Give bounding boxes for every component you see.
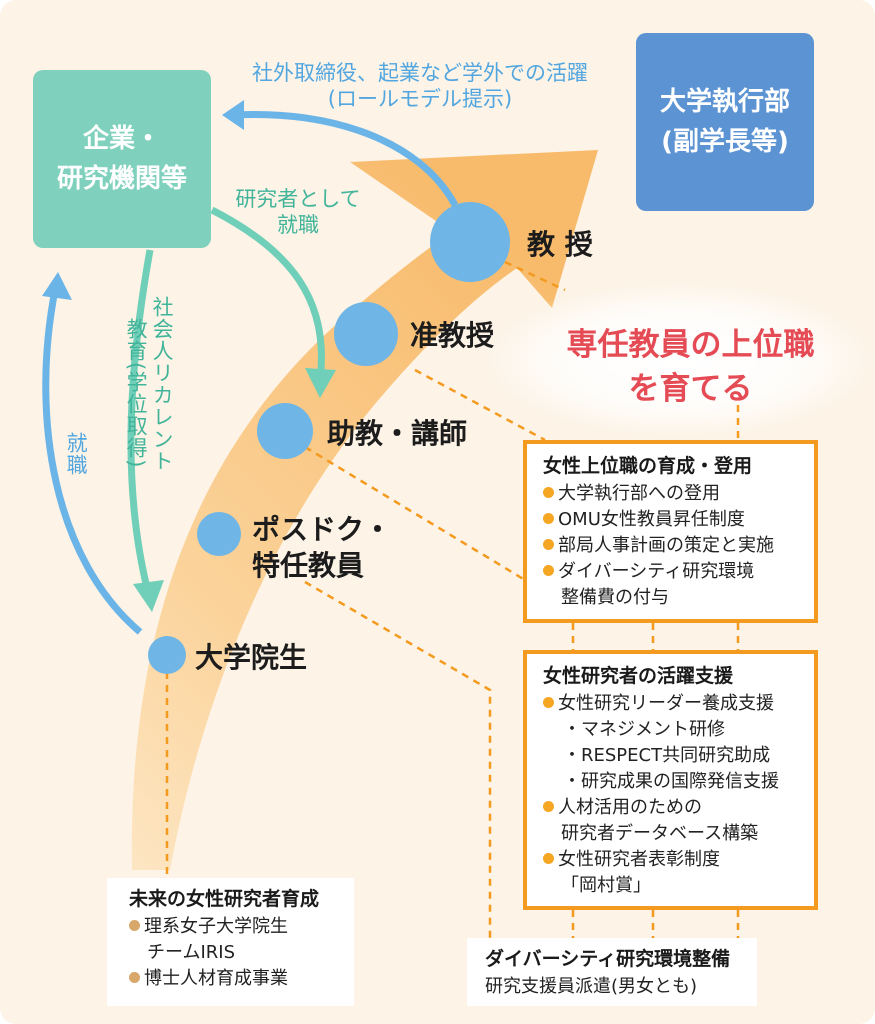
stage-circles: [148, 202, 510, 674]
panel-upper-item-text: 大学執行部への登用: [558, 482, 720, 504]
panel-upper-item-text: ダイバーシティ研究環境: [558, 560, 755, 582]
panel-future-item: 理系女子大学院生: [129, 914, 344, 940]
panel-upper-item-text: OMU女性教員昇任制度: [558, 508, 745, 530]
bullet-icon: [543, 538, 554, 550]
company-box-line1: 企業・: [82, 123, 161, 154]
bullet-icon: [543, 564, 554, 576]
researcher-line1: 研究者として: [235, 187, 361, 211]
bullet-icon: [543, 512, 554, 524]
headline-line1: 専任教員の上位職: [566, 327, 815, 363]
postdoc-line1: ポスドク・: [252, 513, 392, 546]
researcher-arrow-label: 研究者として 就職: [228, 186, 368, 239]
stage-assistant-lecturer: 助教・講師: [327, 417, 468, 450]
top-arrow-line1: 社外取締役、起業など学外での活躍: [252, 61, 588, 85]
panel-support-item-cont: 研究者データベース構築: [561, 823, 759, 845]
panel-diversity: ダイバーシティ研究環境整備 研究支援員派遣(男女とも): [467, 938, 757, 1006]
panel-diversity-title: ダイバーシティ研究環境整備: [485, 948, 731, 970]
panel-future-item: 博士人材育成事業: [129, 966, 344, 992]
bullet-icon: [129, 919, 140, 931]
circle-assoc-professor: [334, 302, 398, 366]
panel-support-subitem: ・研究成果の国際発信支援: [563, 770, 779, 792]
bullet-icon: [543, 696, 554, 708]
company-box-line2: 研究機関等: [56, 164, 187, 194]
panel-support-item-text: 人材活用のための: [558, 796, 702, 818]
panel-upper-item: 部局人事計画の策定と実施: [543, 533, 802, 559]
panel-support-title: 女性研究者の活躍支援: [543, 665, 734, 687]
recurrent-label-col1: 社会人リカレント: [150, 296, 175, 472]
panel-future-item-text: 理系女子大学院生: [144, 915, 288, 937]
arrow-as-researcher: [210, 206, 325, 381]
dotted-connectors: [165, 260, 740, 938]
arrow-employment: [42, 289, 143, 635]
panel-future-item-cont: チームIRIS: [147, 941, 236, 963]
panel-upper-title: 女性上位職の育成・登用: [543, 455, 753, 477]
panel-support-item: 女性研究リーダー養成支援: [543, 691, 802, 717]
bullet-icon: [129, 971, 140, 983]
panel-support-item-cont: 「岡村賞」: [561, 875, 651, 897]
panel-upper-positions: 女性上位職の育成・登用 大学執行部への登用 OMU女性教員昇任制度 部局人事計画…: [523, 440, 818, 623]
panel-support-item: 人材活用のための: [543, 795, 802, 821]
panel-future-item-text: 博士人材育成事業: [144, 967, 288, 989]
circle-professor: [430, 202, 510, 282]
top-arrow-label: 社外取締役、起業など学外での活躍 (ロールモデル提示): [220, 60, 620, 113]
circle-grad-student: [148, 636, 186, 674]
panel-upper-item: 大学執行部への登用: [543, 481, 802, 507]
postdoc-line2: 特任教員: [252, 549, 365, 583]
circle-assistant: [257, 403, 313, 459]
stage-grad-student: 大学院生: [195, 641, 308, 674]
panel-support: 女性研究者の活躍支援 女性研究リーダー養成支援 ・マネジメント研修 ・RESPE…: [523, 650, 818, 910]
arrow-recurrent: [127, 249, 154, 593]
stage-postdoc: ポスドク・ 特任教員: [252, 512, 391, 585]
executive-box-line2: (副学長等): [661, 127, 789, 157]
researcher-line2: 就職: [277, 213, 319, 238]
panel-support-item-text: 女性研究リーダー養成支援: [558, 692, 774, 714]
headline-glow: [480, 280, 875, 440]
bullet-icon: [543, 486, 554, 498]
panel-upper-item-text: 部局人事計画の策定と実施: [558, 534, 774, 556]
arrow-to-company-top: [234, 110, 459, 207]
top-arrow-line2: (ロールモデル提示): [327, 87, 513, 112]
career-arrow: [131, 150, 598, 870]
panel-future: 未来の女性研究者育成 理系女子大学院生 チームIRIS 博士人材育成事業: [107, 878, 354, 1006]
university-executive-box: 大学執行部 (副学長等): [636, 33, 814, 211]
employment-label: 就職: [64, 432, 89, 476]
headline: 専任教員の上位職 を育てる: [548, 323, 833, 411]
stage-assoc-professor: 准教授: [410, 319, 495, 352]
panel-upper-item-cont: 整備費の付与: [561, 586, 669, 608]
panel-future-title: 未来の女性研究者育成: [129, 888, 320, 910]
panel-diversity-line: 研究支援員派遣(男女とも): [485, 975, 698, 997]
panel-upper-item: OMU女性教員昇任制度: [543, 507, 802, 533]
company-research-box: 企業・ 研究機関等: [33, 70, 211, 248]
headline-line2: を育てる: [628, 371, 753, 408]
stage-professor: 教 授: [527, 228, 593, 261]
panel-support-item: 女性研究者表彰制度: [543, 847, 802, 873]
panel-support-item-text: 女性研究者表彰制度: [558, 849, 720, 871]
recurrent-label-col2: 教育(学位取得): [124, 318, 149, 469]
executive-box-line1: 大学執行部: [659, 86, 790, 117]
circle-postdoc: [197, 512, 241, 556]
bullet-icon: [543, 800, 554, 812]
panel-upper-item: ダイバーシティ研究環境: [543, 559, 802, 585]
bullet-icon: [543, 853, 554, 865]
panel-support-subitem: ・マネジメント研修: [563, 718, 725, 740]
panel-support-subitem: ・RESPECT共同研究助成: [563, 744, 771, 766]
